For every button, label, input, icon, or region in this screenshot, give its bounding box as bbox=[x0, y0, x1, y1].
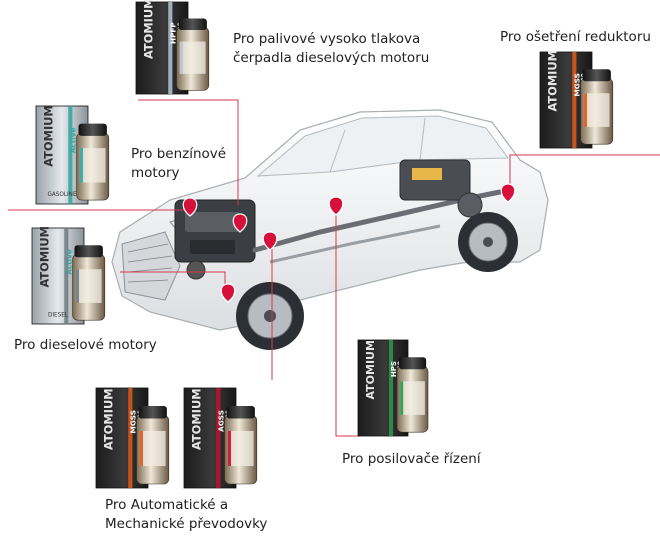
label-gearbox-reducer: Pro ošetření reduktoru bbox=[500, 28, 651, 47]
product-brand-text: ATOMIUM bbox=[546, 50, 560, 112]
marker-pin bbox=[220, 283, 236, 303]
label-gasoline-line2: motory bbox=[131, 165, 180, 181]
bottle-cap bbox=[398, 357, 427, 370]
product-code-text: AGSS bbox=[217, 410, 226, 432]
bottle-cap bbox=[74, 245, 103, 258]
front-wheel bbox=[236, 282, 304, 350]
label-power-steering: Pro posilovače řízení bbox=[342, 450, 481, 469]
product-transmission-auto: ATOMIUMMGSS100 bbox=[95, 387, 170, 489]
label-transmissions-line2: Mechanické převodovky bbox=[105, 516, 268, 532]
bottle-cap bbox=[78, 123, 107, 136]
marker-pin bbox=[182, 197, 198, 217]
bottle-cap bbox=[138, 406, 167, 419]
product-code-text: Active bbox=[69, 128, 78, 154]
product-variant-text: GASOLINE bbox=[47, 192, 76, 198]
label-power-steering-line1: Pro posilovače řízení bbox=[342, 451, 481, 467]
product-brand-text: ATOMIUM bbox=[364, 340, 377, 399]
bottle-cap bbox=[178, 18, 207, 31]
product-code-text: HPS bbox=[390, 361, 398, 377]
product-code-text: MGSS bbox=[129, 410, 138, 433]
product-code-text: Active bbox=[65, 249, 74, 275]
leader-lines bbox=[8, 99, 660, 437]
product-code-text: MGSS bbox=[573, 73, 582, 96]
product-brand-text: ATOMIUM bbox=[42, 105, 56, 167]
marker-pin bbox=[232, 213, 248, 233]
label-gasoline: Pro benzínové motory bbox=[131, 145, 226, 183]
label-fuel-pump-line1: Pro palivové vysoko tlakova bbox=[233, 31, 421, 47]
label-fuel-pump: Pro palivové vysoko tlakova čerpadla die… bbox=[233, 30, 429, 68]
marker-pin bbox=[500, 183, 516, 203]
product-brand-text: ATOMIUM bbox=[102, 388, 116, 450]
label-fuel-pump-line2: čerpadla dieselových motoru bbox=[233, 50, 430, 66]
product-brand-text: ATOMIUM bbox=[142, 0, 156, 59]
car-illustration bbox=[111, 109, 549, 350]
product-code-text: HPFP bbox=[169, 22, 178, 44]
product-brand-text: ATOMIUM bbox=[38, 226, 52, 288]
product-power-steering: ATOMIUMHPS60 bbox=[357, 339, 429, 437]
product-gearbox-reducer: ATOMIUMMGSS100 bbox=[539, 50, 614, 149]
bottle-cap bbox=[226, 406, 255, 419]
label-diesel: Pro dieselové motory bbox=[14, 336, 157, 355]
label-transmissions: Pro Automatické a Mechanické převodovky bbox=[105, 496, 267, 534]
product-brand-text: ATOMIUM bbox=[190, 388, 204, 450]
location-markers bbox=[182, 183, 516, 303]
label-gearbox-reducer-line1: Pro ošetření reduktoru bbox=[500, 29, 651, 45]
label-transmissions-line1: Pro Automatické a bbox=[105, 497, 229, 513]
rear-wheel bbox=[458, 212, 518, 272]
label-diesel-line1: Pro dieselové motory bbox=[14, 337, 157, 353]
marker-pin bbox=[262, 231, 278, 251]
marker-pin bbox=[328, 196, 344, 216]
product-packages: ATOMIUMHPFP100ATOMIUMMGSS100ATOMIUMActiv… bbox=[31, 0, 614, 489]
product-fuel-pump: ATOMIUMHPFP100 bbox=[135, 0, 210, 95]
product-variant-text: DIESEL bbox=[48, 312, 69, 318]
bottle-cap bbox=[582, 69, 611, 82]
product-transmission-manual: ATOMIUMAGSS80 bbox=[183, 387, 258, 489]
label-gasoline-line1: Pro benzínové bbox=[131, 146, 227, 162]
